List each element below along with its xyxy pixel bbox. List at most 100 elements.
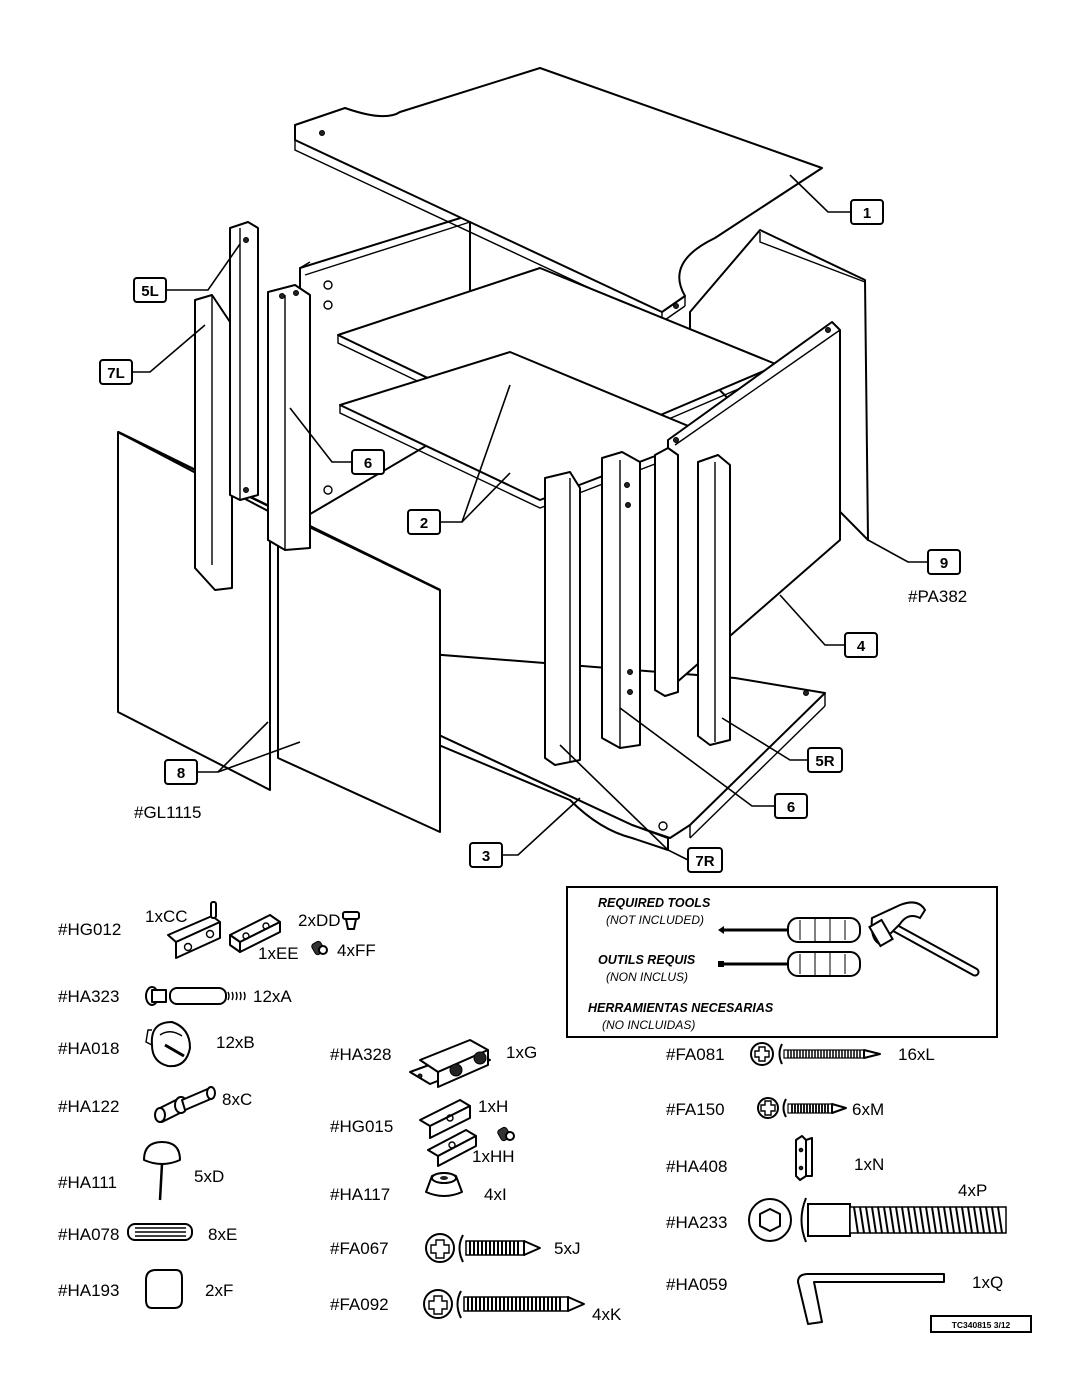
callout-8: 8	[164, 759, 198, 785]
flathead-screwdriver-icon	[718, 951, 861, 977]
tools-sub-en: (NOT INCLUDED)	[606, 913, 704, 927]
ha328-code: #HA328	[330, 1045, 391, 1064]
magnetic-catch-icon	[409, 1039, 491, 1088]
ha018-qty: 12xB	[216, 1033, 255, 1052]
ha408-qty: 1xN	[854, 1155, 884, 1174]
shelf-pin-icon	[154, 1086, 216, 1123]
required-tools-box: REQUIRED TOOLS (NOT INCLUDED) OUTILS REQ…	[566, 886, 998, 1038]
hammer-icon	[868, 901, 980, 977]
callout-6-left: 6	[351, 449, 385, 475]
hg015-code: #HG015	[330, 1117, 393, 1136]
glass-door-8	[117, 430, 441, 833]
tools-sub-fr: (NON INCLUS)	[606, 970, 688, 984]
ha078-qty: 8xE	[208, 1225, 237, 1244]
angle-bracket-icon	[795, 1135, 813, 1181]
callout-3-text: 3	[482, 848, 490, 865]
tools-heading-fr: OUTILS REQUIS	[598, 953, 696, 967]
fa150-code: #FA150	[666, 1100, 725, 1119]
callout-6-right-text: 6	[787, 799, 795, 816]
tools-heading-es: HERRAMIENTAS NECESARIAS	[588, 1001, 774, 1015]
document-code: TC340815 3/12	[930, 1315, 1032, 1333]
ha328-qty: 1xG	[506, 1043, 537, 1062]
hardware-ha059: #HA059 1xQ	[666, 1273, 1003, 1325]
callout-1-text: 1	[863, 205, 871, 222]
top-panel-1	[294, 67, 823, 324]
callout-1: 1	[850, 199, 884, 225]
hardware-fa150: #FA150 6xM	[666, 1097, 884, 1119]
callout-8-text: 8	[177, 765, 185, 782]
callout-4: 4	[844, 632, 878, 658]
callout-2: 2	[407, 509, 441, 535]
ha059-qty: 1xQ	[972, 1273, 1003, 1292]
hardware-ha117: #HA117 4xI	[330, 1172, 507, 1204]
stile-6-left	[267, 284, 311, 551]
callout-7r: 7R	[687, 847, 723, 873]
mounting-bracket-icon	[229, 914, 281, 953]
hardware-hg015: #HG015 1xH 1xHH	[330, 1097, 515, 1167]
glass-code-label: #GL1115	[134, 803, 201, 822]
door-hinge-icon	[419, 1099, 477, 1167]
cam-bolt-icon	[145, 986, 246, 1006]
hg015-qty-h: 1xH	[478, 1097, 508, 1116]
ha233-code: #HA233	[666, 1213, 727, 1232]
callout-9-text: 9	[940, 555, 948, 572]
callout-9: 9	[927, 549, 961, 575]
hinge-screw-icon	[497, 1126, 515, 1142]
tools-heading-en: REQUIRED TOOLS	[598, 896, 711, 910]
hardware-ha193: #HA193 2xF	[58, 1269, 233, 1309]
ha323-code: #HA323	[58, 987, 119, 1006]
ha323-qty: 12xA	[253, 987, 292, 1006]
ha111-qty: 5xD	[194, 1167, 224, 1186]
hardware-ha018: #HA018 12xB	[58, 1021, 255, 1068]
hardware-ha328: #HA328 1xG	[330, 1039, 537, 1088]
phillips-screw-j-icon	[425, 1233, 541, 1263]
ha117-qty: 4xI	[484, 1185, 507, 1204]
ha078-code: #HA078	[58, 1225, 119, 1244]
callout-7l-text: 7L	[107, 365, 125, 382]
long-screw-l-icon	[750, 1042, 881, 1066]
hardware-ha122: #HA122 8xC	[58, 1086, 252, 1123]
fa081-qty: 16xL	[898, 1045, 935, 1064]
ha111-code: #HA111	[58, 1173, 117, 1192]
back-panel-code-label: #PA382	[908, 587, 967, 606]
hardware-ha408: #HA408 1xN	[666, 1135, 884, 1181]
fa092-code: #FA092	[330, 1295, 389, 1314]
nail-glide-icon	[143, 1141, 181, 1201]
bushing-icon	[425, 1172, 463, 1197]
hg015-qty-hh: 1xHH	[472, 1147, 515, 1166]
stile-7l	[194, 294, 233, 591]
fa092-qty: 4xK	[592, 1305, 622, 1324]
cam-lock-icon	[145, 1021, 191, 1068]
ha122-qty: 8xC	[222, 1090, 252, 1109]
ha117-code: #HA117	[330, 1185, 390, 1204]
ha193-code: #HA193	[58, 1281, 119, 1300]
leader-lines	[132, 174, 928, 861]
callout-2-text: 2	[420, 515, 428, 532]
ha122-code: #HA122	[58, 1097, 119, 1116]
cap-nut-icon	[342, 911, 360, 930]
document-code-text: TC340815 3/12	[952, 1320, 1011, 1330]
hardware-ha323: #HA323 12xA	[58, 986, 292, 1006]
small-screw-icon	[311, 940, 328, 956]
stile-5r	[654, 447, 731, 746]
fa067-code: #FA067	[330, 1239, 389, 1258]
phillips-screwdriver-icon	[718, 917, 861, 943]
short-screw-m-icon	[757, 1097, 847, 1119]
stile-7r	[544, 471, 581, 766]
ha018-code: #HA018	[58, 1039, 119, 1058]
callout-7r-text: 7R	[695, 853, 714, 870]
callout-3: 3	[469, 842, 503, 868]
callout-5l-text: 5L	[141, 283, 159, 300]
fa067-qty: 5xJ	[554, 1239, 580, 1258]
wood-dowel-icon	[127, 1223, 193, 1241]
callout-5r-text: 5R	[815, 753, 834, 770]
hg012-qty-dd: 2xDD	[298, 911, 341, 930]
tools-sub-es: (NO INCLUIDAS)	[602, 1018, 695, 1032]
hardware-ha078: #HA078 8xE	[58, 1223, 237, 1244]
hg012-qty-ee: 1xEE	[258, 944, 299, 963]
hg012-qty-ff: 4xFF	[337, 941, 376, 960]
hardware-fa067: #FA067 5xJ	[330, 1233, 580, 1263]
hardware-hg012: #HG012 1xCC 1xEE 2xDD 4xFF	[58, 901, 376, 963]
callout-7l: 7L	[99, 359, 133, 385]
